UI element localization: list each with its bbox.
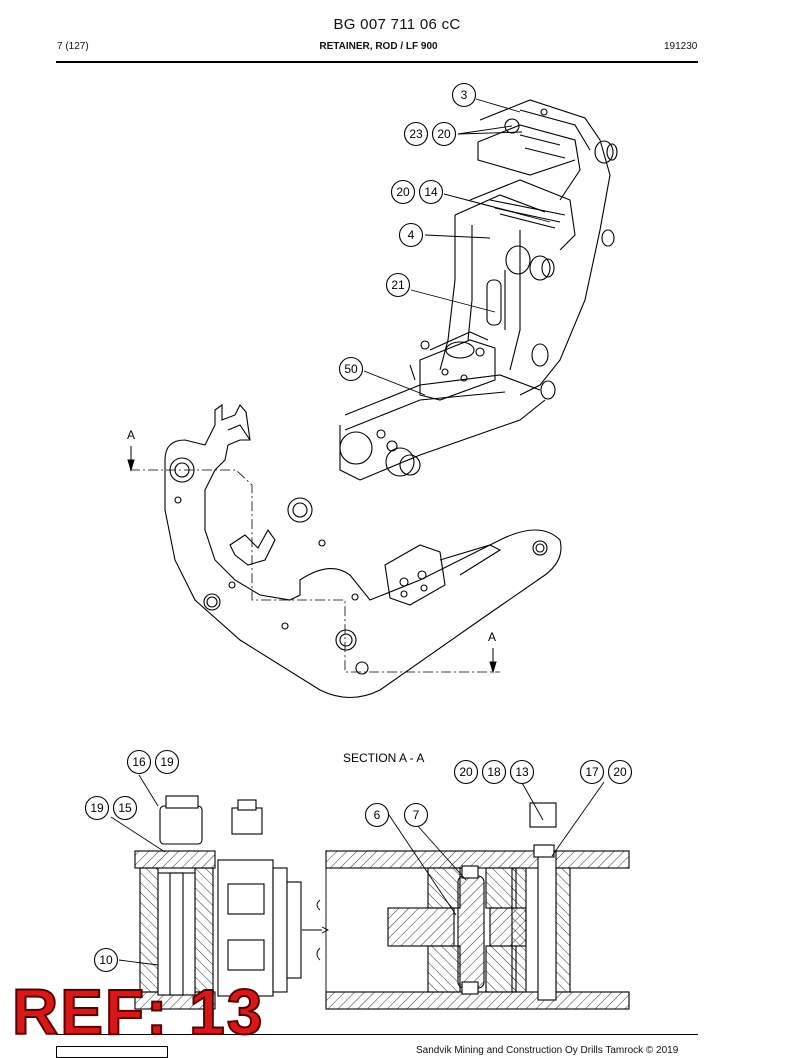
section-arrows [127, 446, 497, 674]
callout-21: 21 [391, 278, 405, 292]
callout-7: 7 [413, 808, 420, 822]
ref-stamp: REF: 13 [11, 976, 265, 1048]
callout-20: 20 [613, 765, 627, 779]
callout-23: 23 [409, 127, 423, 141]
callout-10: 10 [99, 953, 113, 967]
leader-lines [110, 98, 605, 966]
footer-rule [56, 1034, 698, 1035]
callout-15: 15 [118, 801, 132, 815]
callout-13: 13 [515, 765, 529, 779]
section-cut-line [130, 469, 500, 673]
side-view [164, 403, 562, 698]
header-rule [56, 61, 698, 63]
callout-18: 18 [487, 765, 501, 779]
section-marker-top: A [127, 428, 135, 442]
callout-balloons [84, 82, 633, 973]
isometric-retainer-view [339, 99, 618, 481]
callout-numbers: 3 23 20 20 14 4 21 50 16 19 19 15 10 20 … [90, 88, 627, 967]
document-title: RETAINER, ROD / LF 900 [319, 41, 438, 52]
callout-3: 3 [461, 88, 468, 102]
callout-20: 20 [459, 765, 473, 779]
callout-6: 6 [374, 808, 381, 822]
document-date: 191230 [664, 41, 698, 52]
document-number: BG 007 711 06 cC [333, 16, 461, 33]
section-view [134, 795, 630, 1010]
callout-19: 19 [160, 755, 174, 769]
callout-16: 16 [132, 755, 146, 769]
callout-17: 17 [585, 765, 599, 779]
callout-20: 20 [437, 127, 451, 141]
section-details [302, 851, 330, 1009]
callout-4: 4 [408, 228, 415, 242]
callout-19: 19 [90, 801, 104, 815]
section-title: SECTION A - A [343, 751, 424, 765]
footer-copyright: Sandvik Mining and Construction Oy Drill… [416, 1045, 679, 1056]
page-number: 7 (127) [57, 41, 89, 52]
callout-14: 14 [424, 185, 438, 199]
callout-20: 20 [396, 185, 410, 199]
section-marker-bottom: A [488, 630, 496, 644]
callout-50: 50 [344, 362, 358, 376]
